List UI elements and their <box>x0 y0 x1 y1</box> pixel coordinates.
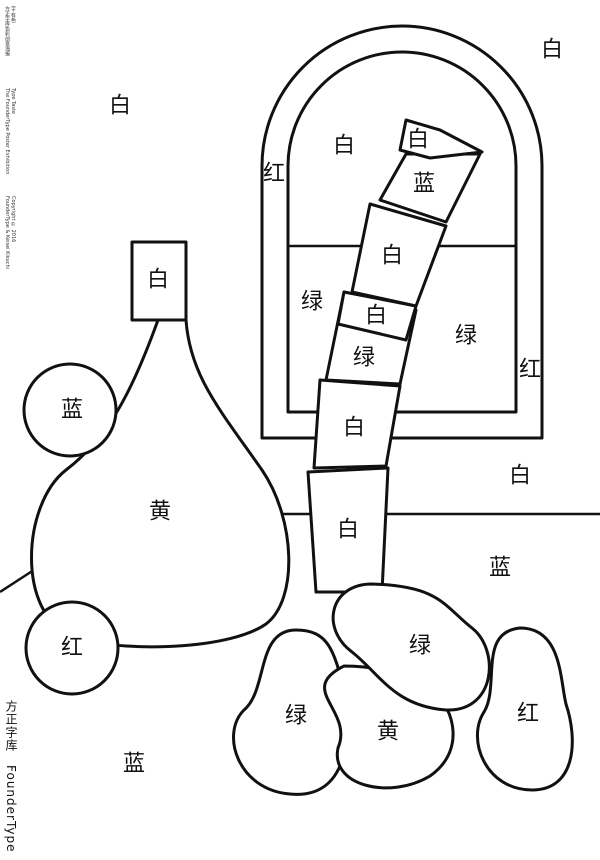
label-cup-white-6: 白 <box>337 518 359 543</box>
label-bottle-neck: 白 <box>147 268 169 293</box>
label-bean-green-left: 绿 <box>285 704 307 729</box>
ball-blue <box>22 362 118 458</box>
brand-en: FounderType <box>4 764 18 853</box>
label-bean-yellow: 黄 <box>377 720 399 745</box>
cup-1 <box>398 118 484 160</box>
label-cup-top: 白 <box>407 128 429 153</box>
credits-line: 字·有色 <box>10 6 16 23</box>
label-bg-top-left: 白 <box>109 94 131 119</box>
label-cup-blue: 蓝 <box>413 172 435 197</box>
ball-red <box>24 600 120 696</box>
label-window-green-left: 绿 <box>301 290 323 315</box>
label-bg-blue-bottom: 蓝 <box>123 752 145 777</box>
credits-group-1: 字·有色 方正字库色彩创意海报 <box>4 6 16 56</box>
label-window-red: 红 <box>263 162 285 187</box>
label-window-red-right: 红 <box>519 358 541 383</box>
label-cup-white-2: 白 <box>381 244 403 269</box>
credits-line: The FounderType Poster Exhibition <box>4 88 10 175</box>
label-cup-green: 绿 <box>353 346 375 371</box>
credits-line: FounderType & Keisei Kikuchi <box>4 196 10 270</box>
bean-red <box>475 626 574 792</box>
label-ball-red: 红 <box>61 636 83 661</box>
bottle-body <box>30 318 291 649</box>
bottle-neck <box>130 240 188 322</box>
label-bottle-body: 黄 <box>149 500 171 525</box>
brand-logotype: 方正字库 FounderType <box>3 700 20 860</box>
label-window-green-right: 绿 <box>455 324 477 349</box>
credits-line: 方正字库色彩创意海报 <box>4 6 10 56</box>
bean-green-top <box>331 582 491 712</box>
label-bg-top-right: 白 <box>541 38 563 63</box>
label-bg-blue-right: 蓝 <box>489 556 511 581</box>
credits-line: Copyright © 2016 <box>10 196 16 243</box>
credits-line: Type Taste <box>10 88 16 115</box>
label-bg-mid-right: 白 <box>509 464 531 489</box>
label-cup-white-5: 白 <box>343 416 365 441</box>
credits-column: 字·有色 方正字库色彩创意海报 Type Taste The FounderTy… <box>4 6 20 276</box>
label-ball-blue: 蓝 <box>61 398 83 423</box>
cup-3 <box>350 202 448 308</box>
credits-group-3: Copyright © 2016 FounderType & Keisei Ki… <box>4 196 16 269</box>
credits-group-2: Type Taste The FounderType Poster Exhibi… <box>4 88 16 174</box>
label-window-inner: 白 <box>333 134 355 159</box>
label-bean-green-top: 绿 <box>409 634 431 659</box>
label-cup-white-3: 白 <box>365 304 387 329</box>
poster-artwork: 白 白 白 红 白 蓝 白 绿 白 绿 绿 红 白 白 白 蓝 白 蓝 黄 红 … <box>0 24 600 796</box>
brand-cn: 方正字库 <box>4 700 18 752</box>
label-bean-red: 红 <box>517 702 539 727</box>
